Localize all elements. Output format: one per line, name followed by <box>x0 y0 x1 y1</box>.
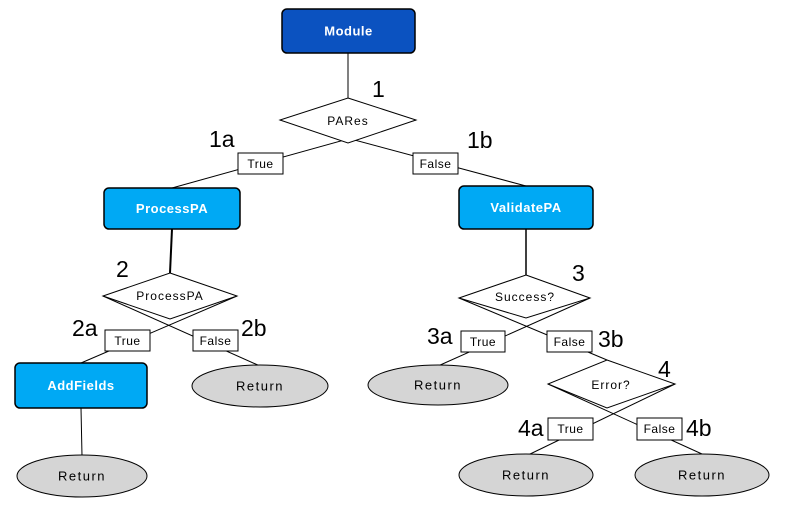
processpa-diamond <box>101 272 239 320</box>
branch-2a-label: True <box>114 334 140 348</box>
pares-diamond-label: PARes <box>327 114 368 128</box>
branch-3a-label: True <box>470 335 496 349</box>
terminator-return-4b: Return <box>634 453 770 497</box>
addfields-label: AddFields <box>47 378 114 393</box>
return-3a-ellipse <box>367 364 509 406</box>
validatepa-box <box>458 185 594 230</box>
terminator-return-addfields: Return <box>16 454 148 498</box>
branch-2b-label: False <box>200 334 232 348</box>
decision-success: Success? <box>457 274 592 319</box>
branch-4b-false: False <box>636 417 683 441</box>
return-2b-ellipse <box>191 364 329 408</box>
branch-4a-label: True <box>557 422 583 436</box>
processpa-label: ProcessPA <box>136 201 208 216</box>
branch-2a-box <box>104 329 151 352</box>
branch-1b-label: False <box>420 157 452 171</box>
step-3: 3 <box>572 260 585 286</box>
step-2: 2 <box>116 256 129 282</box>
branch-3a-true: True <box>460 330 506 353</box>
branch-1a-box <box>237 152 284 175</box>
edge-decision2-to-addfields <box>80 295 238 364</box>
step-1a: 1a <box>209 126 235 152</box>
node-validatepa: ValidatePA <box>458 185 594 230</box>
addfields-box <box>14 362 148 409</box>
branch-3b-box <box>546 330 593 353</box>
terminator-return-2b: Return <box>191 364 329 408</box>
branch-1b-false: False <box>412 152 459 175</box>
edge-processpa-to-decision2 <box>169 228 173 274</box>
branch-4a-true: True <box>547 417 594 441</box>
pares-diamond <box>278 97 418 144</box>
step-4b: 4b <box>686 415 712 441</box>
step-2a: 2a <box>72 315 98 341</box>
return-4a-label: Return <box>502 468 550 483</box>
branch-3b-false: False <box>546 330 593 353</box>
terminator-return-4a: Return <box>458 453 594 497</box>
branch-3b-label: False <box>554 335 586 349</box>
step-3a: 3a <box>427 323 453 349</box>
branch-2b-box <box>192 329 239 352</box>
edge-decision4-to-return4a <box>525 383 676 457</box>
node-processpa: ProcessPA <box>103 187 241 230</box>
processpa-box <box>103 187 241 230</box>
edge-addfields-to-return <box>80 407 83 457</box>
error-diamond <box>546 359 677 409</box>
terminator-return-3a: Return <box>367 364 509 406</box>
node-addfields: AddFields <box>14 362 148 409</box>
edge-decision3-to-return3a <box>437 297 591 367</box>
step-2b: 2b <box>241 315 267 341</box>
node-module: Module <box>281 8 416 54</box>
return-addfields-label: Return <box>58 469 106 484</box>
return-4b-label: Return <box>678 468 726 483</box>
decision-pares: PARes <box>278 97 418 144</box>
module-box <box>281 8 416 54</box>
return-4b-ellipse <box>634 453 770 497</box>
step-3b: 3b <box>598 326 624 352</box>
branch-4a-box <box>547 417 594 441</box>
step-1b: 1b <box>467 127 493 153</box>
error-diamond-label: Error? <box>591 378 630 392</box>
success-diamond <box>457 274 592 319</box>
return-4a-ellipse <box>458 453 594 497</box>
edge-decision4-to-return4b <box>547 383 703 455</box>
branch-2a-true: True <box>104 329 151 352</box>
return-addfields-ellipse <box>16 454 148 498</box>
step-1: 1 <box>372 76 385 102</box>
return-3a-label: Return <box>414 378 462 393</box>
branch-1b-box <box>412 152 459 175</box>
processpa-diamond-label: ProcessPA <box>136 289 203 303</box>
return-2b-label: Return <box>236 379 284 394</box>
validatepa-label: ValidatePA <box>490 200 561 215</box>
edge-decision2-to-return2b <box>102 295 261 367</box>
module-label: Module <box>324 24 373 39</box>
step-4a: 4a <box>518 415 544 441</box>
success-diamond-label: Success? <box>495 290 555 304</box>
branch-2b-false: False <box>192 329 239 352</box>
decision-error: Error? <box>546 359 677 409</box>
branch-1a-true: True <box>237 152 284 175</box>
step-4: 4 <box>658 356 671 382</box>
branch-3a-box <box>460 330 506 353</box>
decision-processpa: ProcessPA <box>101 272 239 320</box>
step-numbers: 1 1a 1b 2 2a 2b 3 3a 3b 4 4a 4b <box>72 76 712 441</box>
branch-4b-label: False <box>644 422 676 436</box>
branch-1a-label: True <box>247 157 273 171</box>
branch-4b-box <box>636 417 683 441</box>
